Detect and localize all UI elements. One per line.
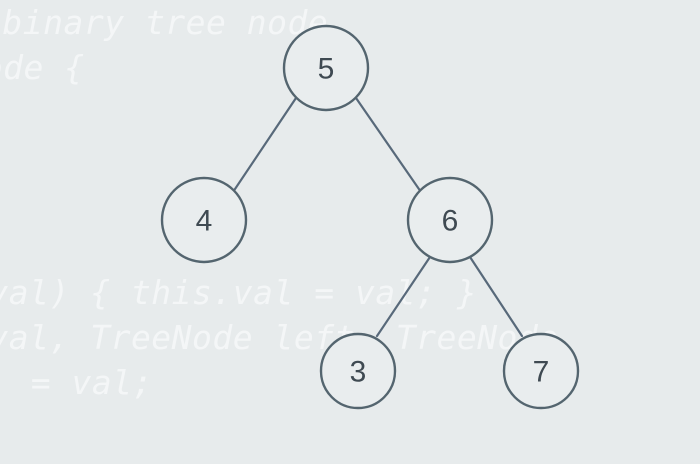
tree-node-label: 3: [350, 356, 367, 389]
tree-edge-6-7: [468, 255, 524, 338]
tree-node-6[interactable]: 6: [406, 176, 494, 264]
tree-node-label: 5: [318, 53, 335, 86]
tree-node-circle[interactable]: [282, 24, 370, 112]
tree-edges-group: [231, 96, 524, 338]
tree-edge-5-6: [354, 96, 423, 194]
tree-node-label: 4: [196, 205, 213, 238]
tree-edge-6-3: [375, 255, 432, 338]
tree-edge-5-4: [231, 96, 298, 194]
tree-node-3[interactable]: 3: [319, 332, 397, 410]
tree-nodes-group: 5 4 6 3 7: [160, 24, 580, 410]
tree-node-circle[interactable]: [406, 176, 494, 264]
tree-node-circle[interactable]: [319, 332, 397, 410]
tree-node-label: 6: [442, 205, 459, 238]
tree-node-circle[interactable]: [502, 332, 580, 410]
tree-node-7[interactable]: 7: [502, 332, 580, 410]
tree-node-label: 7: [533, 356, 550, 389]
tree-node-4[interactable]: 4: [160, 176, 248, 264]
tree-node-circle[interactable]: [160, 176, 248, 264]
tree-node-5[interactable]: 5: [282, 24, 370, 112]
